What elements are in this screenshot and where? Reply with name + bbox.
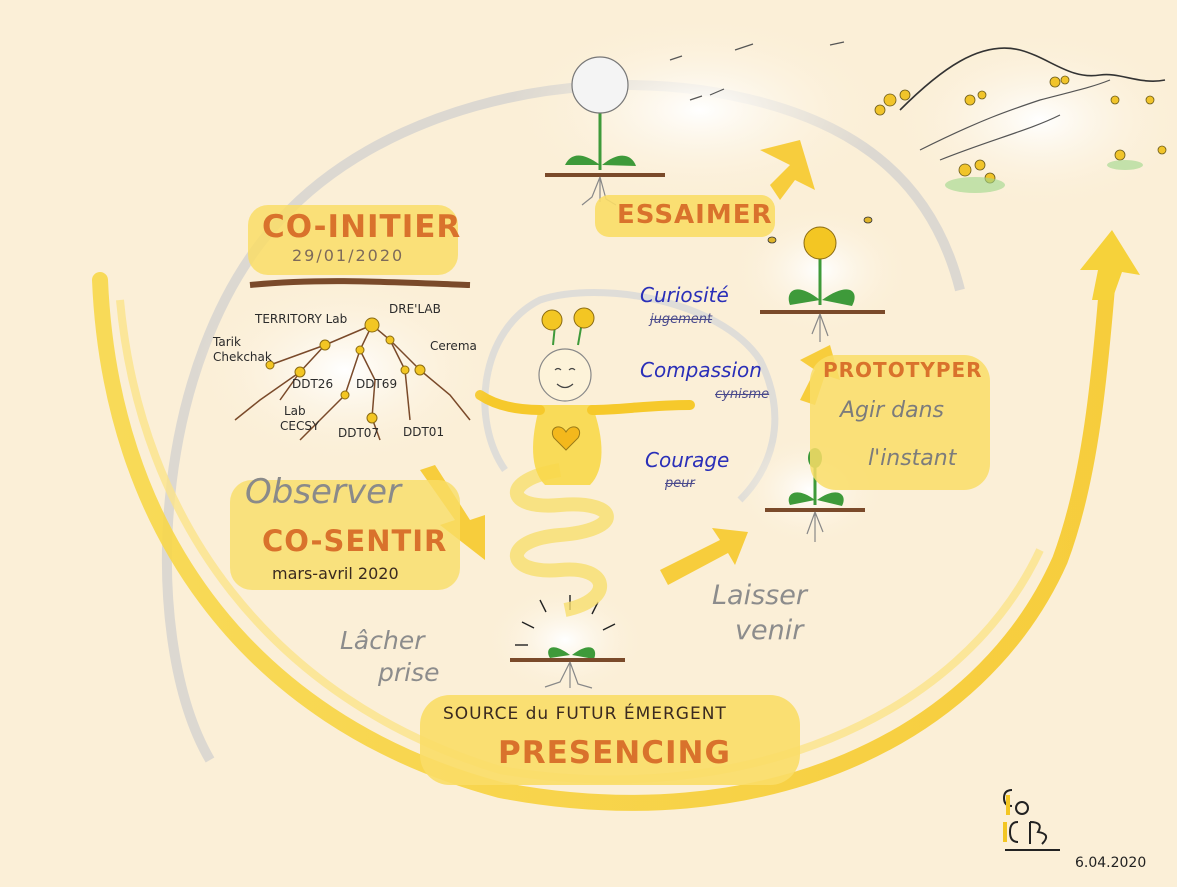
observer-label: Observer — [245, 472, 401, 512]
co-sentir-title: CO-SENTIR — [262, 524, 448, 558]
band-prototyper — [810, 355, 990, 490]
big-yellow-arc — [92, 242, 1118, 811]
node-ddt01: DDT01 — [403, 425, 445, 439]
band-co-sentir — [230, 480, 460, 590]
bud-leaves — [788, 492, 844, 506]
co-sentir-date: mars-avril 2020 — [272, 564, 399, 583]
band-presencing — [420, 695, 800, 785]
river-line-1 — [919, 79, 1111, 151]
source-label: SOURCE du FUTUR ÉMERGENT — [443, 704, 727, 724]
node-lab: Lab — [284, 404, 306, 418]
mountain-line — [899, 47, 1166, 111]
head-flowers — [541, 307, 595, 346]
prototyper-title: PROTOTYPER — [823, 358, 983, 382]
laisser-label-2: venir — [735, 615, 804, 646]
sprout-leaves — [548, 647, 596, 659]
laisser-label-1: Laisser — [712, 580, 807, 611]
value-jugement: jugement — [650, 312, 713, 327]
prototyper-line2: l'instant — [868, 446, 957, 471]
node-cerema: Cerema — [430, 339, 477, 353]
prototyper-line1: Agir dans — [840, 398, 945, 423]
essaimer-title: ESSAIMER — [617, 200, 773, 230]
flying-seeds — [669, 41, 845, 101]
roots-flower — [811, 313, 829, 342]
band-co-initier — [248, 205, 458, 275]
node-ddt69: DDT69 — [356, 377, 398, 391]
dandelion-clock-head — [571, 56, 629, 114]
presencing-title: PRESENCING — [498, 735, 731, 771]
network-nodes — [265, 317, 426, 424]
signature-logo — [1002, 789, 1060, 851]
bees — [767, 216, 873, 244]
river-line-2 — [939, 114, 1061, 161]
network-soil-band — [249, 278, 471, 288]
sprout-cloud — [485, 585, 645, 695]
value-courage: Courage — [645, 448, 730, 472]
network-cloud — [195, 275, 495, 465]
flower-leaves — [788, 289, 855, 306]
value-peur: peur — [665, 476, 695, 491]
node-ddt07: DDT07 — [338, 426, 380, 440]
grass-patches — [945, 160, 1143, 193]
dandelion-clock-leaves — [565, 155, 636, 166]
person-face — [554, 367, 576, 389]
value-curiosite: Curiosité — [640, 283, 729, 307]
big-arc-arrowhead — [1080, 230, 1140, 300]
node-cecsy: CECSY — [280, 419, 320, 433]
person-head — [538, 348, 592, 402]
person-heart — [552, 426, 580, 451]
node-dre-lab: DRE'LAB — [389, 302, 441, 316]
lacher-label-2: prise — [378, 658, 440, 687]
arrow-laisser-venir — [660, 528, 748, 585]
roots-bud — [806, 511, 824, 542]
co-initier-title: CO-INITIER — [262, 209, 462, 245]
node-tarik: Tarik — [213, 335, 241, 349]
value-compassion: Compassion — [640, 358, 762, 382]
node-territory-lab: TERRITORY Lab — [255, 312, 348, 326]
arrow-to-essaimer — [760, 140, 815, 200]
band-essaimer — [595, 195, 775, 237]
lacher-label-1: Lâcher — [340, 626, 425, 655]
co-initier-date: 29/01/2020 — [292, 246, 405, 265]
roots-sprout — [544, 661, 593, 689]
central-spiral — [510, 463, 614, 617]
value-cynisme: cynisme — [715, 387, 770, 402]
node-ddt26: DDT26 — [292, 377, 334, 391]
flower-head — [803, 226, 837, 260]
signature-date: 6.04.2020 — [1075, 855, 1147, 871]
node-chekchak: Chekchak — [213, 350, 272, 364]
landscape-cloud — [890, 30, 1177, 210]
